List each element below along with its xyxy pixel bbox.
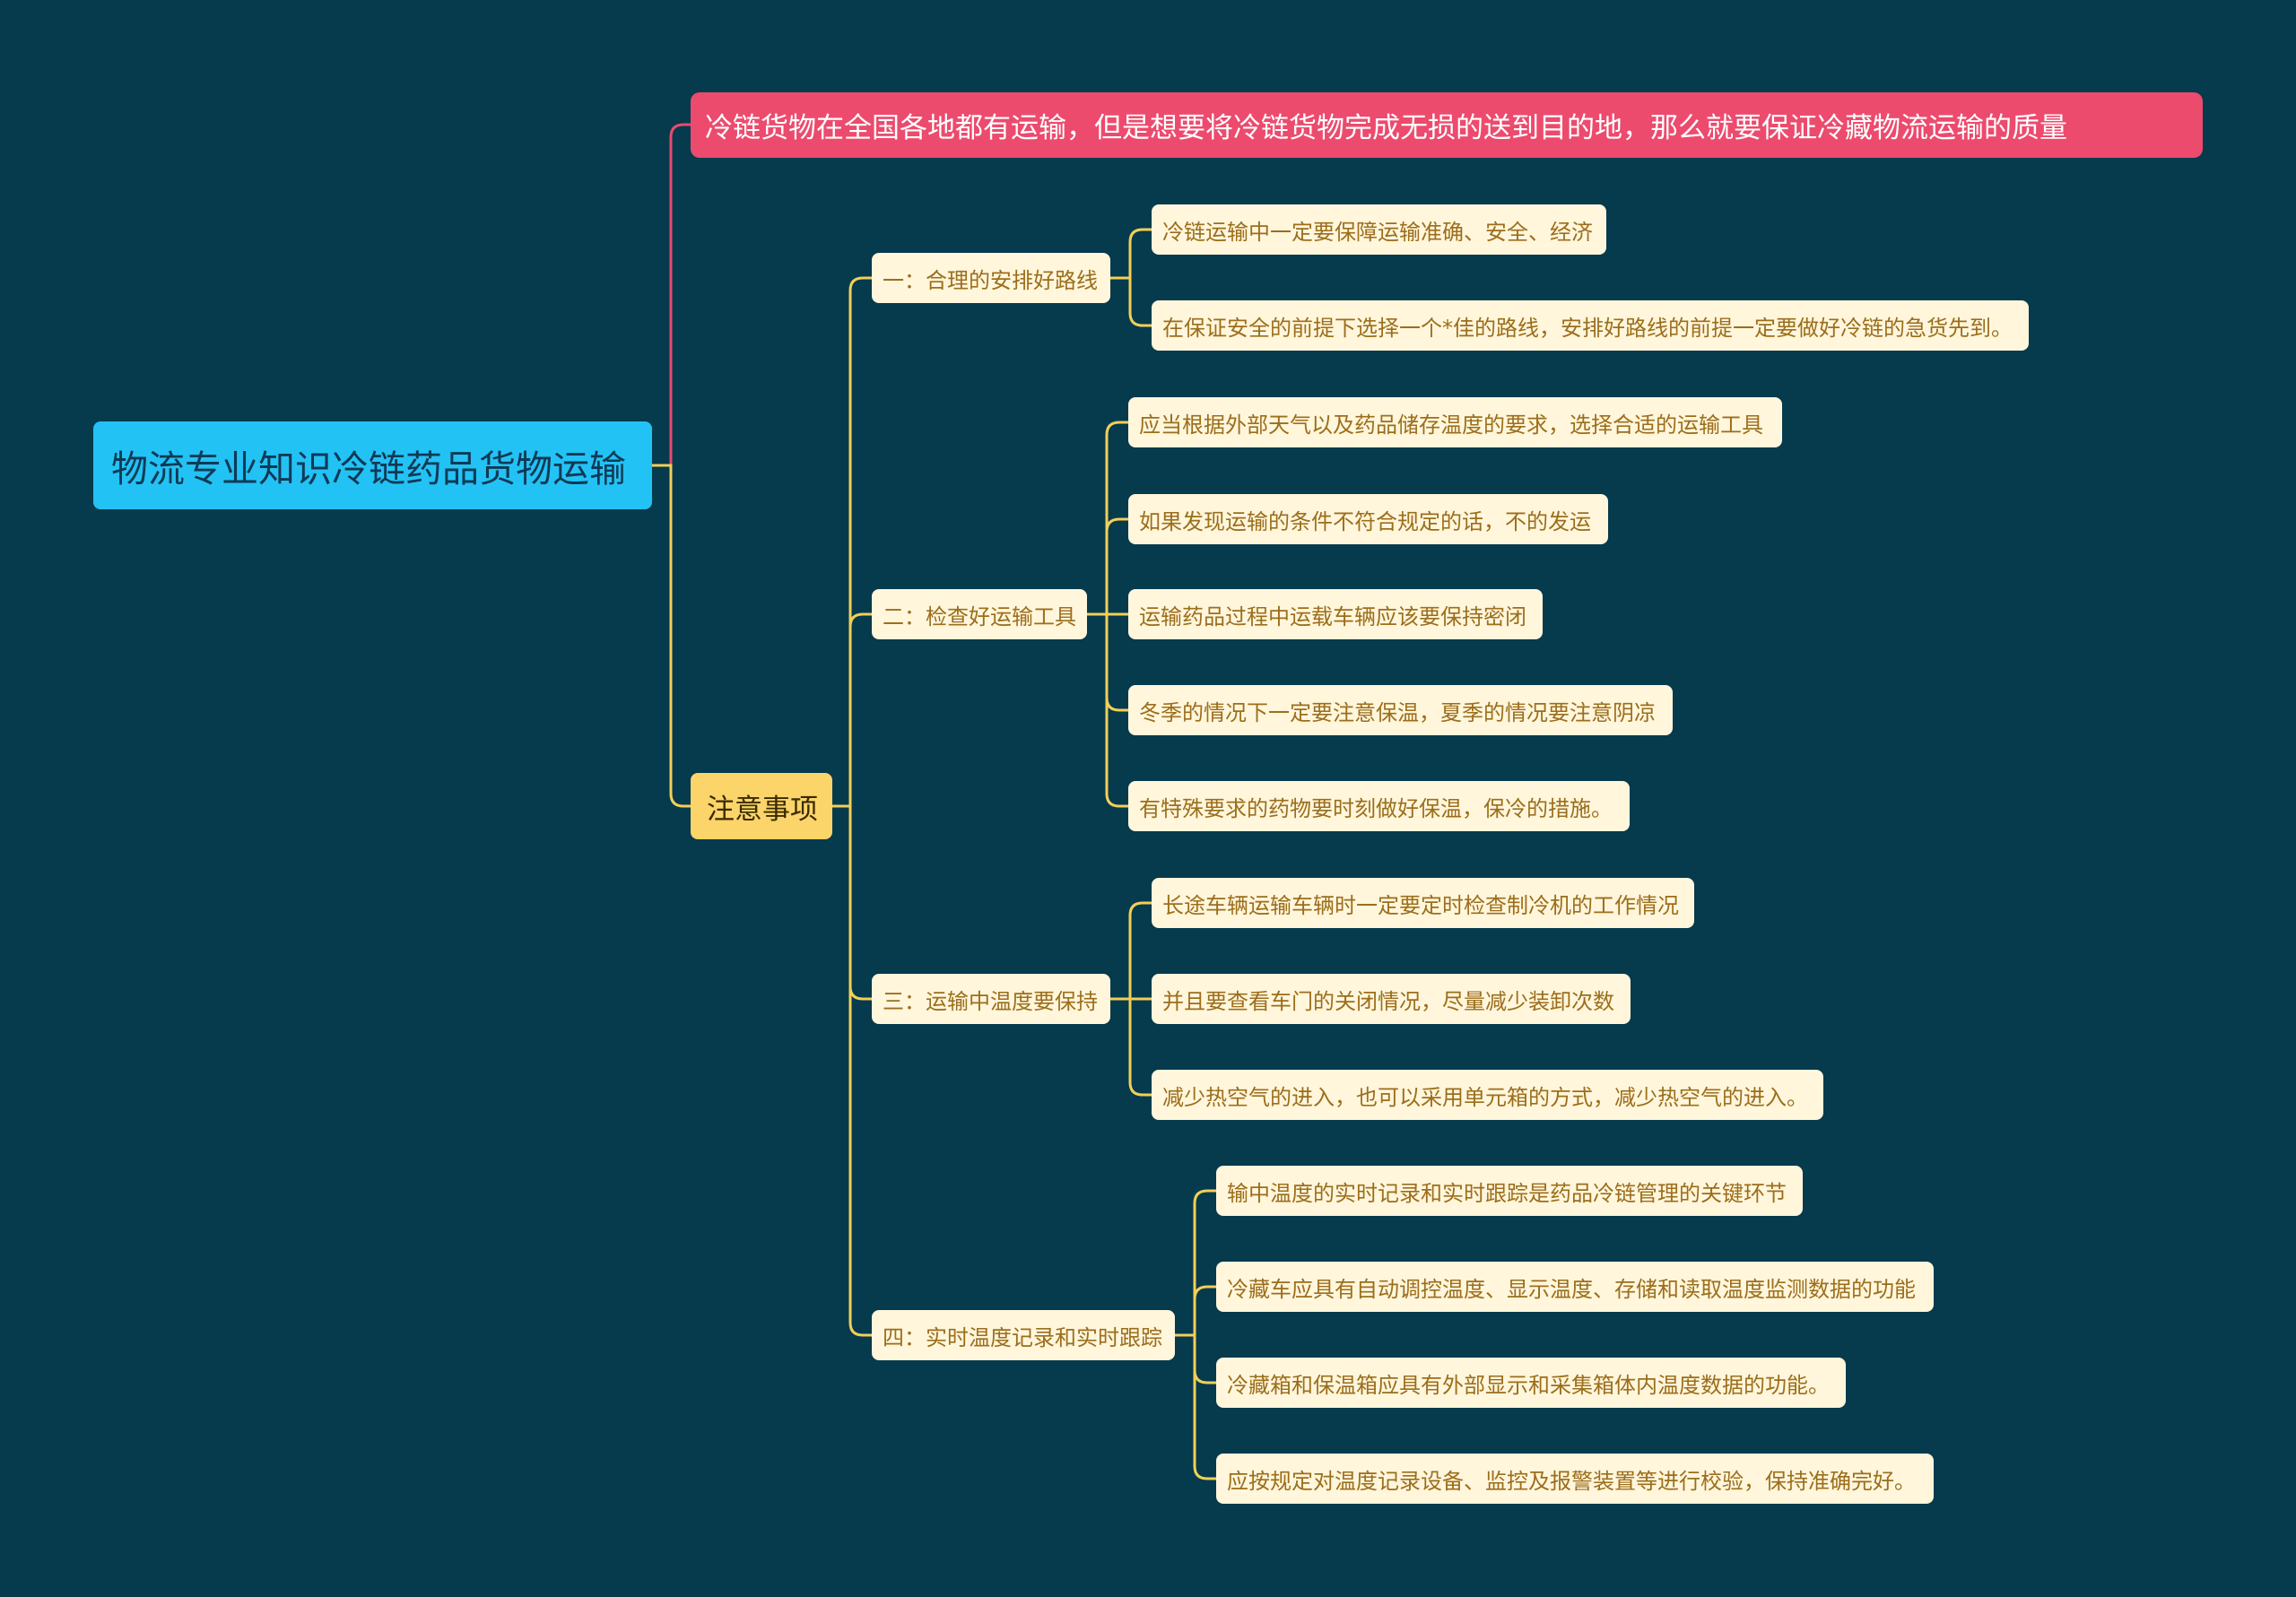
section-realtime-tracking[interactable]: 四：实时温度记录和实时跟踪 xyxy=(872,1310,1175,1360)
link-section4-leaves-branch xyxy=(1193,1333,1218,1480)
leaf-item-text: 如果发现运输的条件不符合规定的话，不的发运 xyxy=(1139,508,1591,534)
leaf-item-text: 减少热空气的进入，也可以采用单元箱的方式，减少热空气的进入。 xyxy=(1162,1084,1808,1110)
leaf-item-text: 冷藏箱和保温箱应具有外部显示和采集箱体内温度数据的功能。 xyxy=(1227,1372,1830,1398)
leaf-item[interactable]: 冷藏箱和保温箱应具有外部显示和采集箱体内温度数据的功能。 xyxy=(1216,1358,1846,1408)
leaf-item-text: 长途车辆运输车辆时一定要定时检查制冷机的工作情况 xyxy=(1162,892,1679,918)
link-section1-leaves-branch xyxy=(1128,276,1153,327)
leaf-item[interactable]: 有特殊要求的药物要时刻做好保温，保冷的措施。 xyxy=(1128,781,1630,831)
leaf-item[interactable]: 长途车辆运输车辆时一定要定时检查制冷机的工作情况 xyxy=(1152,878,1694,928)
link-section2-leaves-branch xyxy=(1105,517,1130,616)
leaf-item-text: 运输药品过程中运载车辆应该要保持密闭 xyxy=(1139,603,1526,629)
leaf-item[interactable]: 运输药品过程中运载车辆应该要保持密闭 xyxy=(1128,589,1543,639)
root-topic-label: 物流专业知识冷链药品货物运输 xyxy=(111,447,626,490)
link-category-sections-branch xyxy=(848,612,874,808)
leaf-item-text: 冷藏车应具有自动调控温度、显示温度、存储和读取温度监测数据的功能 xyxy=(1227,1276,1916,1302)
leaf-item-text: 在保证安全的前提下选择一个*佳的路线，安排好路线的前提一定要做好冷链的急货先到。 xyxy=(1162,315,2013,341)
section-label: 四：实时温度记录和实时跟踪 xyxy=(883,1324,1162,1350)
leaf-item-text: 冷链运输中一定要保障运输准确、安全、经济 xyxy=(1162,219,1593,245)
leaf-item[interactable]: 在保证安全的前提下选择一个*佳的路线，安排好路线的前提一定要做好冷链的急货先到。 xyxy=(1152,300,2029,351)
link-root-banner xyxy=(650,123,692,467)
link-section4-leaves-branch xyxy=(1193,1285,1218,1337)
leaf-item-text: 有特殊要求的药物要时刻做好保温，保冷的措施。 xyxy=(1139,795,1613,821)
link-section3-leaves-branch xyxy=(1128,901,1153,1001)
link-section4-leaves-branch xyxy=(1193,1189,1218,1337)
leaf-item[interactable]: 减少热空气的进入，也可以采用单元箱的方式，减少热空气的进入。 xyxy=(1152,1070,1823,1120)
section-route[interactable]: 一：合理的安排好路线 xyxy=(872,253,1110,303)
leaf-item[interactable]: 如果发现运输的条件不符合规定的话，不的发运 xyxy=(1128,494,1608,544)
link-category-sections-branch xyxy=(848,276,874,808)
link-root-category xyxy=(650,464,692,808)
leaf-item[interactable]: 应按规定对温度记录设备、监控及报警装置等进行校验，保持准确完好。 xyxy=(1216,1454,1934,1504)
leaf-item[interactable]: 输中温度的实时记录和实时跟踪是药品冷链管理的关键环节 xyxy=(1216,1166,1803,1216)
section-temperature-keep[interactable]: 三：运输中温度要保持 xyxy=(872,974,1110,1024)
link-section2-leaves-branch xyxy=(1105,612,1130,712)
leaf-item-text: 输中温度的实时记录和实时跟踪是药品冷链管理的关键环节 xyxy=(1227,1180,1787,1206)
section-vehicle-check[interactable]: 二：检查好运输工具 xyxy=(872,589,1087,639)
leaf-item-text: 并且要查看车门的关闭情况，尽量减少装卸次数 xyxy=(1162,988,1614,1014)
summary-banner[interactable]: 冷链货物在全国各地都有运输，但是想要将冷链货物完成无损的送到目的地，那么就要保证… xyxy=(691,92,2203,158)
link-section1-leaves-branch xyxy=(1128,228,1153,280)
root-topic[interactable]: 物流专业知识冷链药品货物运输 xyxy=(93,421,652,509)
section-label: 一：合理的安排好路线 xyxy=(883,267,1098,293)
leaf-item-text: 应当根据外部天气以及药品储存温度的要求，选择合适的运输工具 xyxy=(1139,412,1763,438)
leaf-item-text: 冬季的情况下一定要注意保温，夏季的情况要注意阴凉 xyxy=(1139,699,1656,725)
summary-banner-text: 冷链货物在全国各地都有运输，但是想要将冷链货物完成无损的送到目的地，那么就要保证… xyxy=(705,112,2067,144)
category-notes[interactable]: 注意事项 xyxy=(691,773,832,839)
link-category-sections-branch xyxy=(848,804,874,1001)
link-section3-leaves-branch xyxy=(1128,997,1153,1097)
link-section2-leaves-branch xyxy=(1105,421,1130,616)
leaf-item[interactable]: 并且要查看车门的关闭情况，尽量减少装卸次数 xyxy=(1152,974,1631,1024)
section-label: 三：运输中温度要保持 xyxy=(883,988,1098,1014)
link-category-sections-branch xyxy=(848,804,874,1337)
link-section2-leaves-branch xyxy=(1105,612,1130,808)
leaf-item-text: 应按规定对温度记录设备、监控及报警装置等进行校验，保持准确完好。 xyxy=(1227,1468,1916,1494)
leaf-item[interactable]: 冷链运输中一定要保障运输准确、安全、经济 xyxy=(1152,204,1606,255)
section-label: 二：检查好运输工具 xyxy=(883,603,1076,629)
leaf-item[interactable]: 冷藏车应具有自动调控温度、显示温度、存储和读取温度监测数据的功能 xyxy=(1216,1262,1934,1312)
leaf-item[interactable]: 冬季的情况下一定要注意保温，夏季的情况要注意阴凉 xyxy=(1128,685,1673,735)
category-notes-label: 注意事项 xyxy=(707,793,818,826)
link-section4-leaves-branch xyxy=(1193,1333,1218,1384)
leaf-item[interactable]: 应当根据外部天气以及药品储存温度的要求，选择合适的运输工具 xyxy=(1128,397,1782,447)
